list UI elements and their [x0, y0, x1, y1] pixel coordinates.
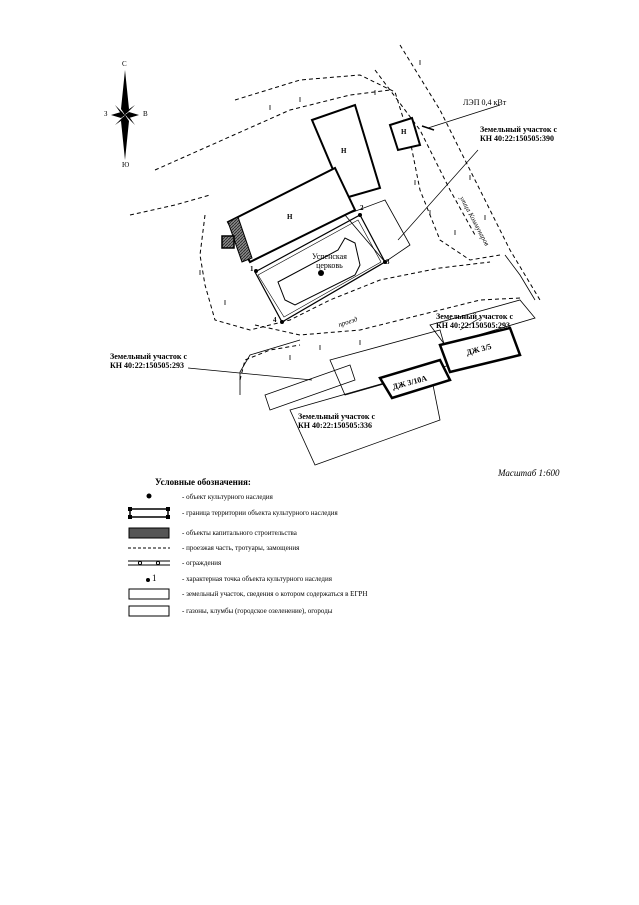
residential-buildings	[378, 326, 522, 400]
point-label-1: 1	[250, 265, 254, 273]
legend-item-lawns: - газоны, клумбы (городское озеленение),…	[128, 605, 448, 619]
characteristic-points	[254, 213, 387, 324]
legend-item-territory-boundary: - граница территории объекта культурного…	[128, 507, 448, 521]
fence-lines	[239, 254, 536, 395]
site-plan-map	[111, 44, 541, 466]
heritage-object-point	[318, 270, 324, 276]
point-label-2: 2	[360, 204, 364, 212]
legend-item-characteristic-point: 1 - характерная точка объекта культурног…	[128, 573, 448, 587]
compass-rose-icon	[111, 70, 139, 160]
compass-east: В	[143, 110, 148, 118]
point-label-3: 3	[386, 258, 390, 266]
legend-item-land-parcel: - земельный участок, сведения о котором …	[128, 588, 448, 602]
building-mark-2: Н	[287, 213, 293, 221]
compass-south: Ю	[122, 161, 130, 169]
legend-item-fence: - ограждения	[128, 557, 448, 571]
legend-item-capital-construction: - объекты капитального строительства	[128, 527, 448, 541]
buildings	[226, 103, 422, 264]
legend-title: Условные обозначения:	[155, 477, 251, 487]
compass-north: С	[122, 60, 127, 68]
legend-item-heritage-object: - объект культурного наследия	[128, 491, 448, 505]
point-label-4: 4	[273, 316, 277, 324]
lawn-marks	[199, 60, 486, 360]
map-scale: Масштаб 1:600	[498, 468, 560, 478]
building-mark-3: Н	[401, 128, 407, 136]
compass-west: З	[104, 110, 108, 118]
power-line	[427, 104, 501, 129]
capital-construction-hatch	[227, 216, 253, 263]
parcel-390	[344, 199, 411, 263]
legend-item-roadway: - проезжая часть, тротуары, замощения	[128, 544, 300, 552]
building-mark-1: Н	[341, 147, 347, 155]
small-building	[221, 235, 235, 249]
leader-lines	[187, 149, 481, 381]
power-line-label: ЛЭП 0,4 кВт	[463, 98, 507, 107]
